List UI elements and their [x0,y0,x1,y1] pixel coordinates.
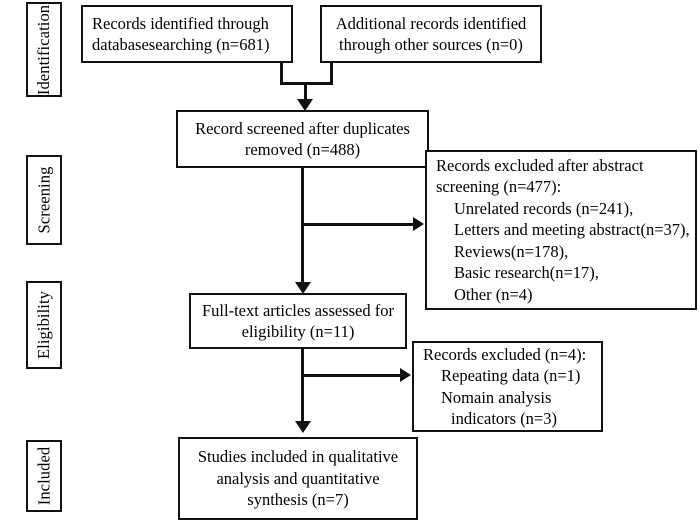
connector-db-down [280,63,283,85]
box-records-excluded-abstract: Records excluded after abstract screenin… [425,150,697,310]
box-records-identified-database-line-1: Records identified through [92,13,269,33]
box-records-excluded-fulltext-line-4: indicators (n=3) [451,408,557,428]
box-studies-included-line-2: analysis and quantitative [216,468,380,488]
arrowhead-to-fulltext-exclusions [400,368,411,382]
box-records-screened-line-2: removed (n=488) [244,140,361,159]
box-additional-records-other-sources-line-1: Additional records identified [335,13,527,33]
arrowhead-to-included [295,421,311,433]
box-studies-included-line-1: Studies included in qualitative [197,447,399,467]
box-records-excluded-abstract-line-4: Letters and meeting abstract(n=37), [454,220,690,240]
box-studies-included-line-3: synthesis (n=7) [247,490,349,510]
arrowhead-to-abstract-exclusions [413,217,424,231]
box-records-identified-database: Records identified through databasesearc… [81,5,293,63]
box-records-excluded-fulltext-line-2: Repeating data (n=1) [441,366,581,386]
arrowhead-to-screened [297,99,313,111]
box-additional-records-other-sources-line-2: through other sources (n=0) [339,35,523,54]
box-fulltext-assessed-line-1: Full-text articles assessed for [202,300,394,320]
box-records-excluded-abstract-line-5: Reviews(n=178), [454,241,569,261]
stage-label-identification-text: Identification [34,4,53,95]
stage-label-eligibility: Eligibility [26,281,62,369]
stage-label-identification: Identification [26,2,62,97]
box-additional-records-other-sources: Additional records identified through ot… [320,5,542,63]
box-records-screened: Record screened after duplicates removed… [176,110,429,168]
box-fulltext-assessed-line-2: eligibility (n=11) [241,322,355,341]
connector-branch-to-abstract-exclusions [301,223,414,226]
box-records-identified-database-line-2: databasesearching (n=681) [92,35,270,54]
box-records-excluded-fulltext-line-1: Records excluded (n=4): [423,344,587,364]
box-records-excluded-abstract-line-2: screening (n=477): [436,177,562,197]
connector-merge-down [304,82,307,102]
box-studies-included: Studies included in qualitative analysis… [178,437,418,520]
box-records-excluded-abstract-line-1: Records excluded after abstract [436,155,644,175]
connector-other-down [330,63,333,85]
box-records-excluded-abstract-line-3: Unrelated records (n=241), [454,198,634,218]
box-records-excluded-abstract-line-7: Other (n=4) [454,284,533,304]
connector-branch-to-fulltext-exclusions [301,374,401,377]
box-records-excluded-abstract-line-6: Basic research(n=17), [454,263,599,283]
stage-label-screening-text: Screening [34,166,54,234]
stage-label-included: Included [26,440,62,512]
stage-label-screening: Screening [26,155,62,245]
connector-screened-down [301,168,304,286]
stage-label-eligibility-text: Eligibility [34,290,53,360]
box-records-excluded-fulltext: Records excluded (n=4): Repeating data (… [412,341,603,432]
arrowhead-to-fulltext [295,282,311,294]
stage-label-included-text: Included [34,446,53,506]
box-records-screened-line-1: Record screened after duplicates [195,118,410,138]
box-fulltext-assessed: Full-text articles assessed for eligibil… [189,293,407,349]
connector-fulltext-down [301,349,304,425]
box-records-excluded-fulltext-line-3: Nomain analysis [441,387,552,407]
